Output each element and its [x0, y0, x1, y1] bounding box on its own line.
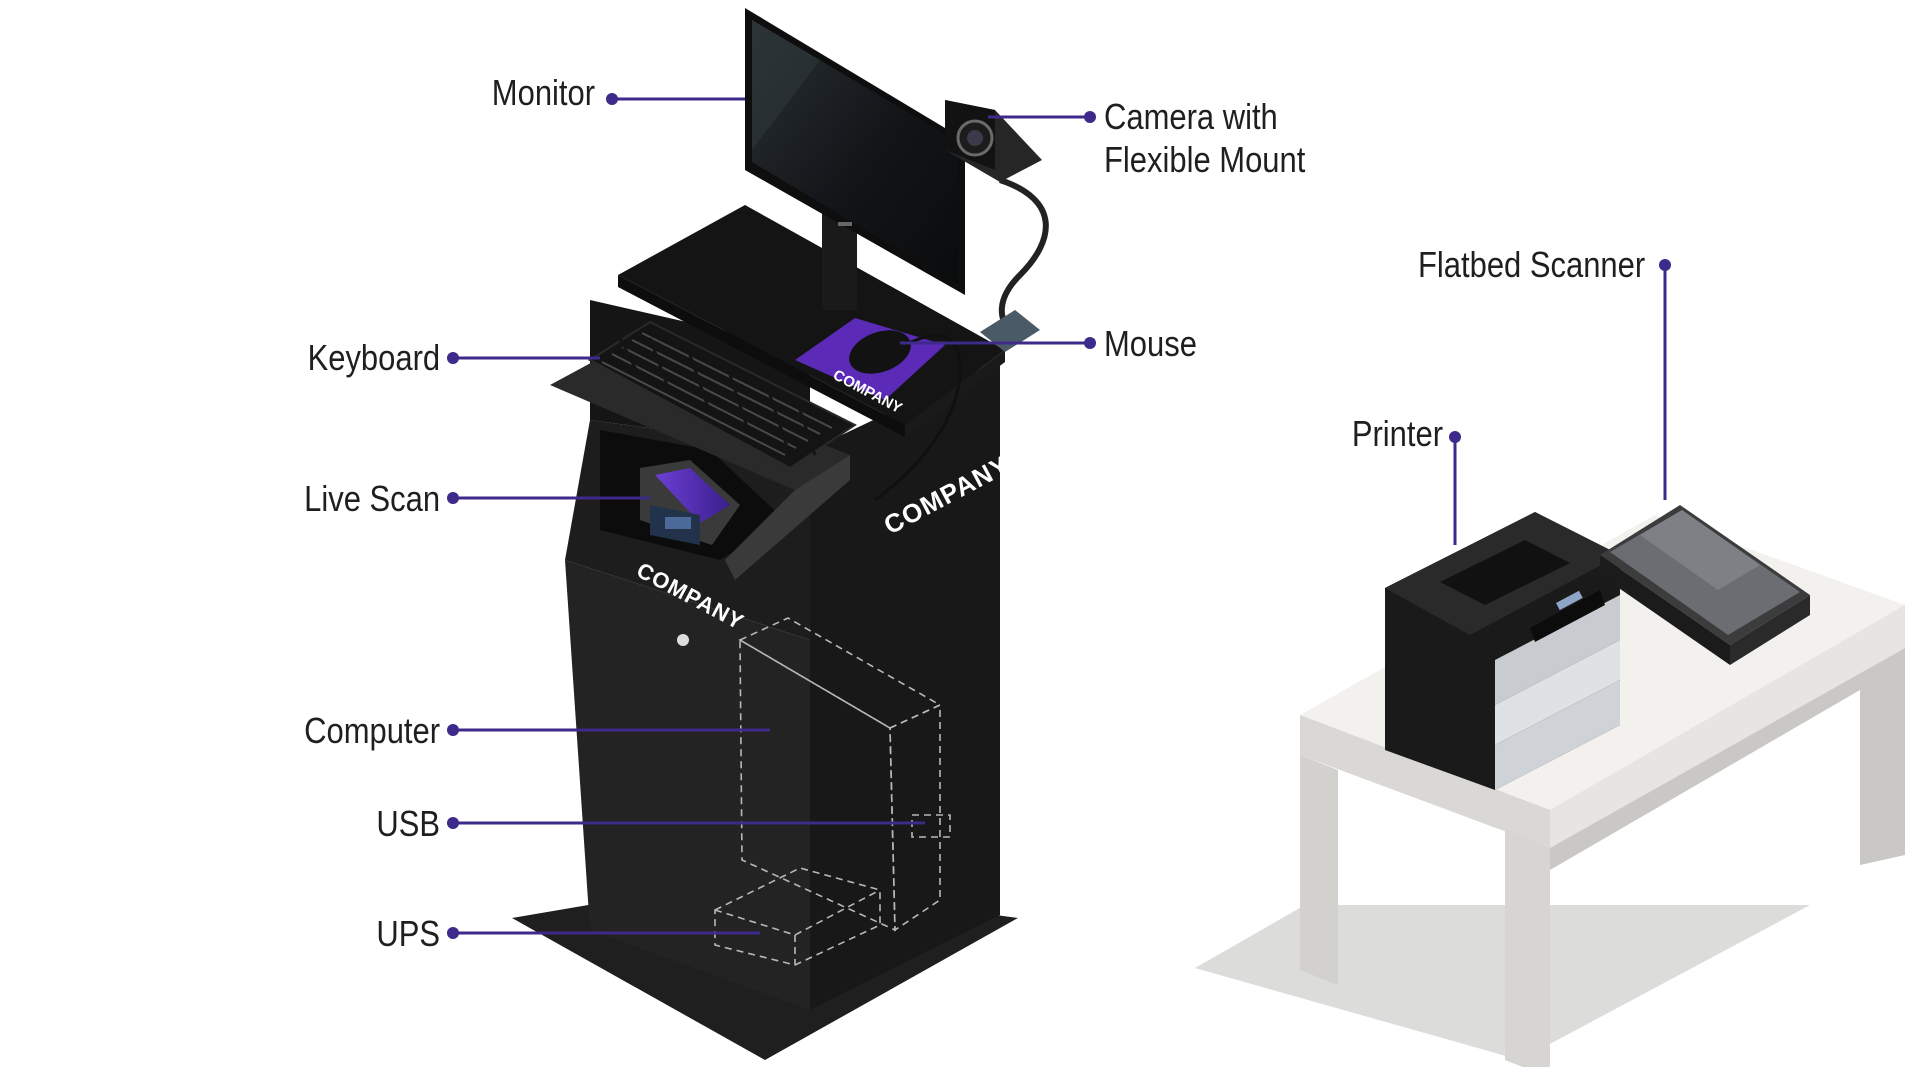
printer — [1385, 512, 1620, 790]
camera — [945, 100, 1049, 352]
desk-shadow — [1195, 905, 1810, 1060]
label-keyboard: Keyboard — [307, 337, 440, 378]
live-scan-glass — [655, 468, 730, 523]
leader-lines — [453, 97, 1667, 935]
kiosk-front-cabinet — [565, 560, 810, 1010]
leader-dots — [447, 93, 1671, 939]
cabinet-lock — [677, 634, 689, 646]
keyboard — [588, 320, 857, 470]
label-ups: UPS — [376, 913, 440, 954]
label-flatbed-scanner: Flatbed Scanner — [1417, 244, 1645, 285]
label-printer: Printer — [1351, 413, 1443, 454]
label-usb: USB — [376, 803, 440, 844]
label-live-scan: Live Scan — [304, 478, 440, 519]
flatbed-scanner — [1600, 505, 1810, 665]
kiosk: COMPANY COMPANY COMPANY — [512, 8, 1049, 1060]
desk-leg-left — [1300, 755, 1338, 985]
kiosk-side-panel — [810, 360, 1000, 1010]
monitor — [745, 8, 965, 310]
internal-component-outlines — [714, 617, 951, 966]
mouse — [849, 330, 911, 374]
label-camera-line2: Flexible Mount — [1104, 139, 1306, 180]
mouse-cable — [874, 334, 962, 502]
label-mouse: Mouse — [1104, 323, 1197, 364]
label-camera-line1: Camera with — [1104, 96, 1278, 137]
desk-leg-front — [1505, 830, 1550, 1072]
label-monitor: Monitor — [491, 72, 595, 113]
label-computer: Computer — [304, 710, 440, 751]
